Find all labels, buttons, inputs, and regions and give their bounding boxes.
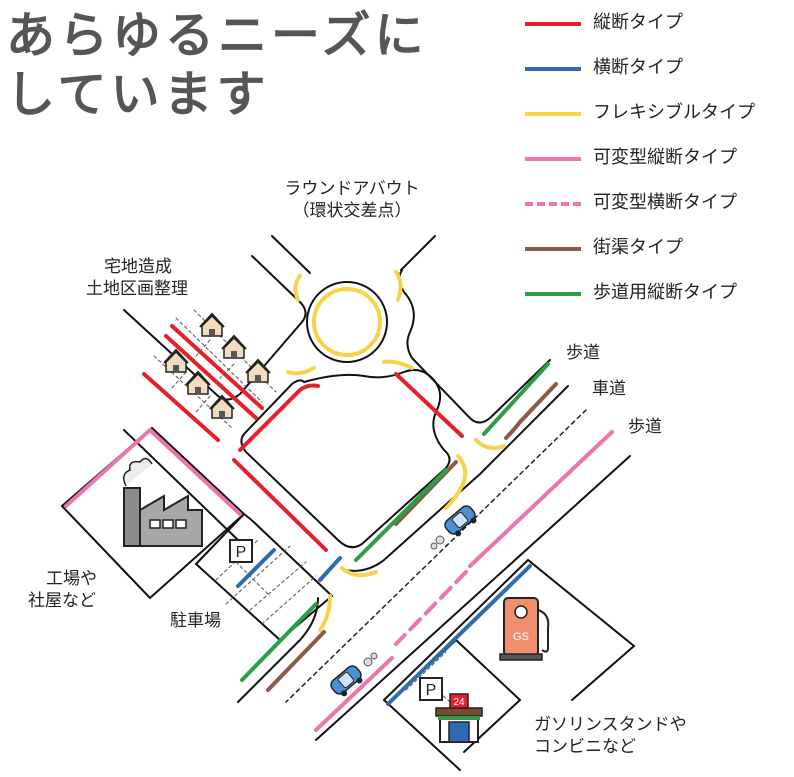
factory-label: 工場や 社屋など [28, 568, 97, 612]
factory-icon [123, 457, 203, 547]
legend-swatch [525, 22, 581, 26]
house-icon [245, 358, 271, 383]
road-edges [61, 235, 636, 771]
factory-right-edge [61, 427, 246, 600]
store-icon: 24 [435, 693, 483, 743]
legend-swatch [525, 67, 581, 71]
gas-station-label: ガソリンスタンドや コンビニなど [534, 714, 687, 758]
roundabout-label-main: ラウンドアバウト [284, 179, 420, 199]
sidewalk-curbs [240, 362, 550, 682]
legend-label: フレキシブルタイプ [593, 102, 755, 123]
parking-label: 駐車場 [170, 611, 221, 631]
legend-swatch [525, 112, 581, 116]
legend-swatch [525, 247, 581, 251]
residential-label-line-2: 土地区画整理 [86, 279, 188, 299]
variable-longitudinal-curbs [64, 428, 614, 732]
legend-label: 可変型縦断タイプ [593, 147, 737, 168]
roadway-label: 車道 [592, 379, 626, 399]
legend-item: フレキシブルタイプ [525, 98, 785, 128]
legend-item: 縦断タイプ [525, 8, 785, 38]
legend-swatch [525, 292, 581, 296]
legend-swatch [525, 202, 581, 206]
svg-text:P: P [426, 682, 437, 699]
legend-item: 可変型縦断タイプ [525, 143, 785, 173]
main-road-left-edge [123, 429, 239, 541]
legend-swatch [525, 157, 581, 161]
exhaust-icon [363, 652, 378, 667]
roundabout-road-left-edge [271, 235, 311, 274]
page-title-line-2: しています [6, 66, 270, 123]
longitudinal-curbs [142, 324, 464, 552]
inner-block-edge [240, 369, 451, 549]
factory-label-line-2: 社屋など [28, 591, 96, 611]
car-icon [330, 665, 363, 697]
roundabout-label: ラウンドアバウト （環状交差点） [262, 178, 442, 222]
legend-item: 横断タイプ [525, 53, 785, 83]
sidewalk-label-1: 歩道 [566, 343, 600, 363]
gas-station-label-line-2: コンビニなど [534, 737, 636, 757]
gas-station-label-line-1: ガソリンスタンドや [534, 715, 687, 735]
gas-sign: GS [513, 631, 529, 643]
svg-text:P: P [236, 544, 247, 561]
roundabout-island [306, 281, 388, 363]
legend-label: 可変型横断タイプ [593, 192, 737, 213]
gas-block-top [383, 558, 636, 701]
legend-item: 可変型横断タイプ [525, 188, 785, 218]
variable-transverse-curb [394, 570, 468, 646]
house-icon [221, 334, 247, 359]
sidewalk-label-2: 歩道 [628, 417, 662, 437]
house-icon [185, 370, 211, 395]
house-icon [209, 394, 235, 419]
gas-block-left [383, 699, 461, 771]
legend-label: 横断タイプ [593, 57, 683, 78]
roundabout-island-curb [312, 287, 382, 357]
house-icon [199, 312, 225, 337]
legend-item: 歩道用縦断タイプ [525, 278, 785, 308]
exhaust-icon [430, 535, 445, 550]
car-icon [444, 505, 477, 537]
residential-label-line-1: 宅地造成 [104, 257, 172, 277]
store-sign: 24 [453, 697, 465, 708]
flexible-curbs [286, 270, 506, 632]
roundabout-road-right-edge [400, 235, 436, 271]
house-icon [163, 348, 189, 373]
lower-left-edge [237, 597, 319, 703]
legend-label: 街渠タイプ [593, 237, 683, 258]
factory-label-line-1: 工場や [46, 569, 97, 589]
parking-sign-icon: P [419, 677, 443, 701]
parking-sign-icon: P [229, 539, 253, 563]
page-title: あらゆるニーズに しています [6, 6, 428, 124]
transverse-curbs [236, 548, 532, 706]
gas-pump-icon: GS [499, 597, 550, 661]
legend-label: 歩道用縦断タイプ [593, 282, 737, 303]
page-title-line-1: あらゆるニーズに [6, 7, 428, 64]
houses [163, 312, 271, 419]
roadway-centerline [285, 409, 587, 703]
roundabout-label-sub: （環状交差点） [292, 201, 412, 221]
diagonal-road-2 [315, 455, 631, 741]
legend-item: 街渠タイプ [525, 233, 785, 263]
legend-label: 縦断タイプ [593, 12, 683, 33]
residential-label: 宅地造成 土地区画整理 [86, 256, 188, 300]
